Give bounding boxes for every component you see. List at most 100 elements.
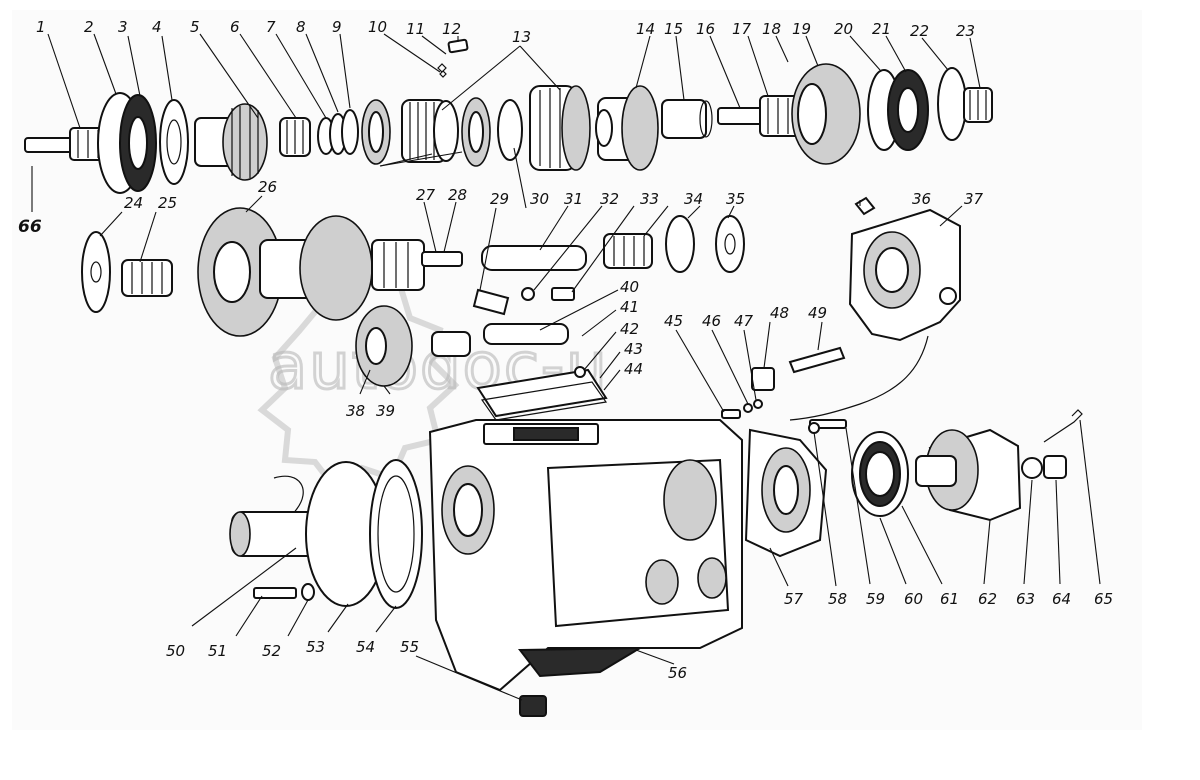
- cover-plate: [476, 368, 608, 418]
- ring-9: [341, 109, 359, 155]
- callout-47: 47: [734, 312, 754, 330]
- nut-64: [1043, 455, 1067, 479]
- callout-44: 44: [624, 360, 643, 378]
- side-cover-assembly: [721, 196, 961, 421]
- callout-labels: 1 2 3 4 5 6 7 8 9 10 11 12 13 14 15 16 1…: [18, 18, 1113, 682]
- callout-28: 28: [448, 186, 467, 204]
- callout-23: 23: [956, 22, 975, 40]
- synchro-hub: [401, 99, 459, 163]
- callout-6: 6: [230, 18, 240, 36]
- callout-46: 46: [702, 312, 721, 330]
- callout-39: 39: [376, 402, 395, 420]
- callout-64: 64: [1052, 590, 1071, 608]
- bolt-51: [253, 587, 297, 599]
- washer-46: [743, 403, 753, 413]
- callout-56: 56: [668, 664, 687, 682]
- speedo-housing-48: [751, 367, 775, 391]
- callout-36: 36: [912, 190, 931, 208]
- callout-26: 26: [258, 178, 277, 196]
- lock-plate: [472, 288, 510, 316]
- callout-3: 3: [118, 18, 128, 36]
- callout-33: 33: [640, 190, 659, 208]
- callout-12: 12: [442, 20, 461, 38]
- callout-50: 50: [166, 642, 185, 660]
- countershaft-assembly: [81, 207, 745, 421]
- callout-27: 27: [416, 186, 436, 204]
- callout-11: 11: [406, 20, 425, 38]
- rear-extension-assembly: [744, 409, 1083, 558]
- callout-22: 22: [910, 22, 929, 40]
- callout-59: 59: [866, 590, 885, 608]
- thrust-washer-34: [665, 215, 695, 273]
- callout-35: 35: [726, 190, 745, 208]
- callout-61: 61: [940, 590, 959, 608]
- callout-10: 10: [368, 18, 387, 36]
- callout-24: 24: [124, 194, 143, 212]
- counter-roller-bearing: [121, 259, 173, 297]
- idler-shaft: [483, 323, 569, 345]
- transmission-housing: [428, 419, 743, 717]
- callout-63: 63: [1016, 590, 1035, 608]
- callout-15: 15: [664, 20, 683, 38]
- callout-13: 13: [512, 28, 531, 46]
- callout-55: 55: [400, 638, 419, 656]
- callout-1: 1: [36, 18, 46, 36]
- reverse-idler-gear: [355, 305, 413, 387]
- callout-19: 19: [792, 20, 811, 38]
- idler-bushing: [431, 331, 471, 357]
- callout-53: 53: [306, 638, 325, 656]
- callout-66: 66: [18, 217, 42, 237]
- callout-52: 52: [262, 642, 281, 660]
- thrust-washer-front: [81, 231, 111, 313]
- callout-58: 58: [828, 590, 847, 608]
- callout-48: 48: [770, 304, 789, 322]
- callout-34: 34: [684, 190, 703, 208]
- callout-62: 62: [978, 590, 997, 608]
- callout-40: 40: [620, 278, 639, 296]
- counter-rear-bearing: [603, 233, 653, 269]
- cotter-pin-65: [1043, 409, 1083, 443]
- callout-54: 54: [356, 638, 375, 656]
- callout-37: 37: [964, 190, 984, 208]
- callout-38: 38: [346, 402, 365, 420]
- leader-lines: [47, 33, 1101, 701]
- main-shaft-assembly: [24, 38, 993, 194]
- washer-47: [753, 399, 763, 409]
- callout-18: 18: [762, 20, 781, 38]
- callout-30: 30: [530, 190, 549, 208]
- callout-16: 16: [696, 20, 715, 38]
- callout-8: 8: [296, 18, 306, 36]
- bolt-33: [551, 287, 575, 301]
- callout-7: 7: [266, 18, 276, 36]
- snap-ring: [497, 99, 523, 161]
- second-gear: [595, 85, 659, 171]
- speedo-cable: [789, 335, 929, 421]
- callout-25: 25: [158, 194, 177, 212]
- callout-29: 29: [490, 190, 509, 208]
- callout-41: 41: [620, 298, 639, 316]
- counter-gear-cluster: [197, 207, 463, 337]
- lock-washer-52: [301, 583, 315, 601]
- synchro-ring: [361, 99, 391, 165]
- callout-31: 31: [564, 190, 583, 208]
- gasket: [480, 381, 608, 421]
- rear-nut: [963, 87, 993, 123]
- rear-snap-ring: [937, 67, 967, 141]
- callout-17: 17: [732, 20, 752, 38]
- front-cover-assembly: [229, 459, 423, 609]
- callout-9: 9: [332, 18, 342, 36]
- callout-45: 45: [664, 312, 683, 330]
- washer-32: [521, 287, 535, 301]
- washer-58: [808, 422, 820, 434]
- callout-65: 65: [1094, 590, 1113, 608]
- callout-20: 20: [834, 20, 853, 38]
- needle-roller-bearing: [279, 117, 311, 157]
- callout-14: 14: [636, 20, 655, 38]
- callout-4: 4: [152, 18, 162, 36]
- detent-spring: [437, 63, 447, 78]
- callout-51: 51: [208, 642, 227, 660]
- main-shaft: [717, 95, 801, 137]
- washer-63: [1021, 457, 1043, 479]
- rear-bearing: [867, 69, 929, 151]
